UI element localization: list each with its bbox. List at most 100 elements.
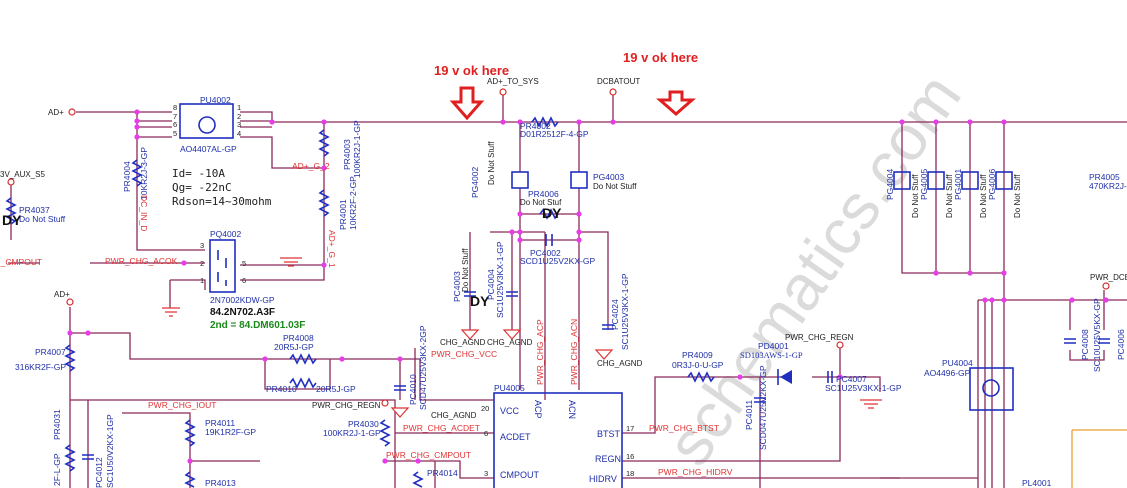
ground-icons [162, 257, 882, 409]
pr4004-part: 10KR2J-3-GP [139, 147, 149, 200]
agnd-icon [460, 329, 480, 340]
port-pwr-dcb [1102, 282, 1110, 290]
pr4005-part: 470KR2J-2-GP [1089, 181, 1127, 191]
bootstrap-section: PR4009 0R3J-0-U-GP PD4001 SD103AWS-1-GP … [672, 341, 902, 450]
net-agnd: CHG_AGND [431, 411, 477, 420]
pu4002-part: AO4407AL-GP [180, 144, 237, 154]
pr4037-ref: PR4037 [19, 205, 50, 215]
mosfet-specs: Id= -10A Qg= -22nC Rdson=14~30mohm [172, 167, 272, 208]
pc4011-part: SCD047U25V2KX-GP [758, 365, 768, 450]
pc4011-ref: PC4011 [744, 400, 754, 430]
spec-rdson: Rdson=14~30mohm [172, 195, 272, 208]
resistors-left: PR4003 100KR2J-1-GP PR4001 10KR2F-2-GP P… [2, 120, 362, 230]
pc4003-part: Do Not Stuff [461, 248, 470, 292]
svg-text:3: 3 [237, 120, 241, 129]
pr4031-ref: PR4031 [52, 409, 62, 440]
port-ad-plus [68, 108, 76, 116]
pq4002-part: 2N7002KDW-GP [210, 295, 275, 305]
sense-section: PR4002 D01R2512F-4-GP PG4002 Do Not Stuf… [452, 116, 637, 350]
watermark: schematics.com [652, 61, 974, 478]
pc4012-part: SC1U50V2KX-1GP [105, 414, 115, 488]
pg4006-ref: PG4006 [987, 169, 997, 200]
svg-text:2: 2 [200, 259, 204, 268]
pq4002-pn: 84.2N702.A3F [210, 307, 275, 318]
net-chg-regn-2: PWR_CHG_REGN [785, 333, 854, 342]
net-agnd: CHG_AGND [487, 338, 533, 347]
dy-marker: DY [2, 212, 22, 228]
net-aux: 3V_AUX_S5 [0, 170, 45, 179]
svg-text:7: 7 [173, 112, 177, 121]
note-left: 19 v ok here [434, 63, 509, 78]
arrow-down-icon [656, 90, 696, 116]
pg4004-ref: PG4004 [885, 169, 895, 200]
net-ad-to-sys: AD+_TO_SYS [487, 77, 539, 86]
port-chg-regn-2 [836, 341, 844, 349]
net-chg-acn: PWR_CHG_ACN [569, 319, 579, 385]
pc4010-ref: PC4010 [408, 374, 418, 405]
pc4004-ref: PC4004 [486, 269, 496, 300]
port-chg-regn [381, 399, 389, 407]
pr4002-ref: PR4002 [520, 121, 551, 131]
port-ad-to-sys [499, 88, 507, 96]
net-chg-acp: PWR_CHG_ACP [535, 319, 545, 385]
pr4010-ref: PR4010 [266, 384, 297, 394]
pr4005-ref: PR4005 [1089, 172, 1120, 182]
svg-text:3: 3 [200, 241, 204, 250]
pg4002-part: Do Not Stuff [487, 141, 496, 185]
net-labels: AD+ 3V_AUX_S5 AD+_TO_SYS DCBATOUT PWR_CH… [0, 77, 1127, 477]
right-section: PG4004 Do Not Stuff PG4005 Do Not Stuff … [885, 169, 1127, 488]
pin-acn: ACN [567, 400, 577, 419]
svg-text:6: 6 [484, 429, 488, 438]
pu4005-ref: PU4005 [494, 383, 525, 393]
pg4006-part: Do Not Stuff [1013, 174, 1022, 218]
pin-vcc: VCC [500, 406, 520, 416]
svg-text:2: 2 [237, 112, 241, 121]
net-acok: PWR_CHG_ACOK [105, 256, 178, 266]
net-chg-hidrv: PWR_CHG_HIDRV [658, 467, 733, 477]
pu4004-part: AO4496-GP [924, 368, 971, 378]
pr4014-ref: PR4014 [427, 468, 458, 478]
pr4008-ref: PR4008 [283, 333, 314, 343]
spec-qg: Qg= -22nC [172, 181, 232, 194]
arrow-down-icon [449, 86, 485, 121]
svg-text:17: 17 [626, 424, 634, 433]
diode-icon [780, 370, 792, 384]
pu4005-charger-ic: PU4005 VCC ACDET CMPOUT ACP ACN BTST REG… [481, 383, 634, 488]
pu4004-ref: PU4004 [942, 358, 973, 368]
net-chg-vcc: PWR_CHG_VCC [431, 349, 497, 359]
net-ports [7, 88, 1110, 407]
net-chg-regn: PWR_CHG_REGN [312, 401, 381, 410]
lower-left-section: PR4007 316KR2F-GP PR4008 20R5J-GP PR4010… [15, 325, 458, 488]
pc4024-part: SC1U25V3KX-1-GP [620, 273, 630, 350]
pg4001-ref: PG4001 [953, 169, 963, 200]
svg-text:6: 6 [242, 276, 246, 285]
pr4007-ref: PR4007 [35, 347, 66, 357]
svg-text:18: 18 [626, 469, 634, 478]
pr4003-part: 100KR2J-1-GP [352, 120, 362, 178]
pg4001-part: Do Not Stuff [979, 174, 988, 218]
pr4006-part: Do Not Stuf [520, 198, 562, 207]
note-right: 19 v ok here [623, 50, 698, 65]
pg4004-part: Do Not Stuff [911, 174, 920, 218]
net-chg-btst: PWR_CHG_BTST [649, 423, 719, 433]
pq4002-dual-mosfet: 321 56 PQ4002 2N7002KDW-GP 84.2N702.A3F … [200, 229, 305, 331]
pin-cmpout: CMPOUT [500, 470, 539, 480]
pq4002-second-source: 2nd = 84.DM601.03F [210, 320, 305, 331]
ground-icon [860, 399, 882, 409]
annotation-left: 19 v ok here [434, 63, 509, 121]
net-cmpout-left: G_CMPOUT [0, 257, 42, 267]
pc4004-part: SC1U25V3KX-1-GP [495, 241, 505, 318]
net-ad-plus: AD+ [48, 108, 64, 117]
pr4009-part: 0R3J-0-U-GP [672, 360, 724, 370]
svg-text:6: 6 [173, 120, 177, 129]
pr4011-part: 19K1R2F-GP [205, 427, 256, 437]
junctions [67, 109, 1109, 464]
svg-text:4: 4 [237, 129, 241, 138]
pin-acp: ACP [533, 400, 543, 419]
pc4012-ref: PC4012 [94, 457, 104, 488]
pc4003-ref: PC4003 [452, 271, 462, 302]
pr4003-ref: PR4003 [342, 139, 352, 170]
pd4001-ref: PD4001 [758, 341, 789, 351]
dy-marker: DY [542, 205, 562, 221]
